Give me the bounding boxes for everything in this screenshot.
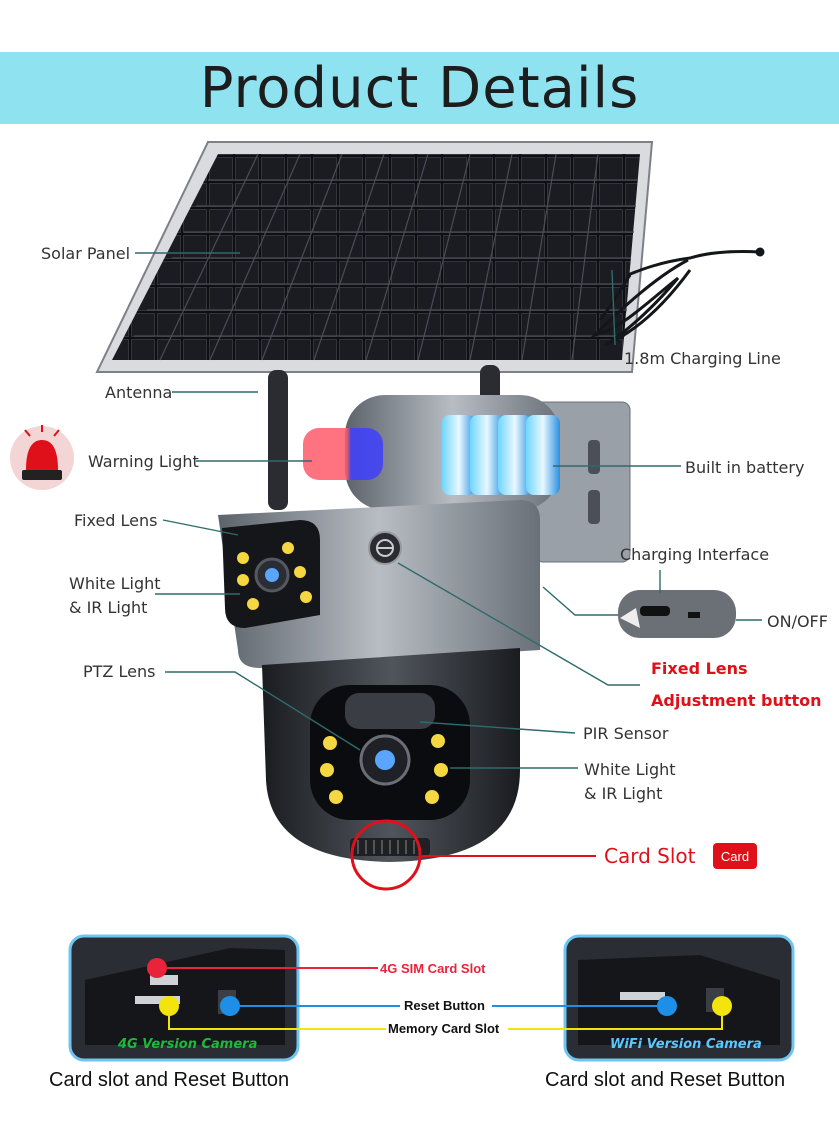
tag-wifi-version: WiFi Version Camera [610, 1037, 762, 1052]
siren-light [303, 428, 383, 480]
label-antenna: Antenna [105, 383, 173, 402]
page-title: Product Details [199, 55, 640, 121]
label-white-light-1b: & IR Light [69, 598, 148, 617]
card-slot-ring [350, 819, 422, 891]
charging-interface-inset [618, 590, 736, 638]
battery-pack [442, 415, 560, 495]
label-on-off: ON/OFF [767, 612, 828, 631]
caption-left: Card slot and Reset Button [49, 1069, 290, 1091]
label-solar-panel: Solar Panel [41, 244, 131, 263]
header-banner: Product Details [0, 52, 839, 124]
antenna-left [268, 370, 288, 510]
label-white-light-2a: White Light [584, 760, 676, 779]
fixed-lens-module [222, 520, 320, 628]
label-pir-sensor: PIR Sensor [583, 724, 669, 743]
label-charging-line: 1.8m Charging Line [624, 349, 781, 368]
label-white-light-2b: & IR Light [584, 784, 663, 803]
tag-4g-version: 4G Version Camera [118, 1037, 258, 1052]
leader-lines [135, 252, 762, 769]
ptz-dome [262, 648, 520, 862]
slot-connectors [167, 967, 723, 1030]
charging-cable [590, 247, 765, 347]
label-built-in-battery: Built in battery [685, 458, 805, 477]
adjustment-button [368, 531, 402, 565]
solar-panel [95, 141, 654, 373]
label-fixed-lens-adj-2: Adjustment button [651, 691, 822, 710]
label-reset-button: Reset Button [404, 998, 485, 1013]
label-charging-interface: Charging Interface [620, 545, 770, 564]
label-sim-slot: 4G SIM Card Slot [380, 961, 486, 976]
caption-right: Card slot and Reset Button [545, 1069, 786, 1091]
warning-light-icon [10, 425, 74, 490]
label-memory-slot: Memory Card Slot [388, 1021, 500, 1036]
label-fixed-lens-adj-1: Fixed Lens [651, 659, 748, 678]
label-white-light-1a: White Light [69, 574, 161, 593]
card-badge: Card [713, 843, 757, 869]
label-warning-light: Warning Light [88, 452, 199, 471]
label-card-slot: Card Slot [604, 844, 696, 868]
label-fixed-lens: Fixed Lens [74, 511, 158, 530]
label-ptz-lens: PTZ Lens [83, 662, 156, 681]
